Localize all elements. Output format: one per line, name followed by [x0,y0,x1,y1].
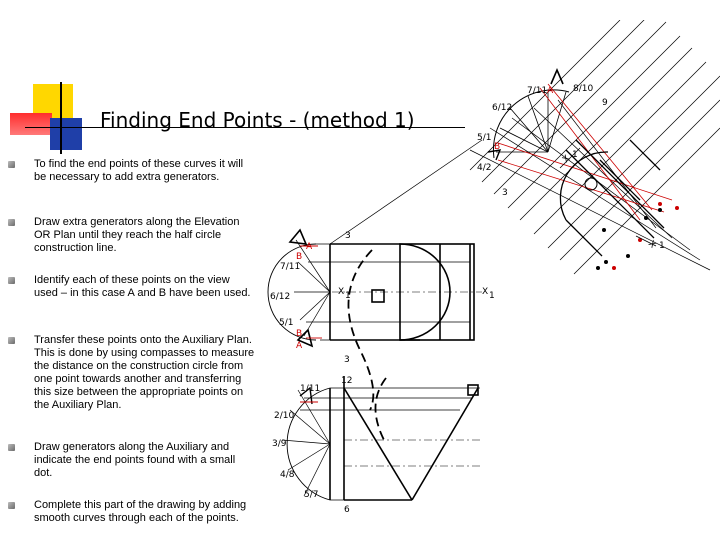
aux-red-dots [612,202,679,270]
aux-radial-lines [496,91,567,153]
elev-label-x-sub: 1 [345,291,351,301]
aux-label-x1: X [561,154,572,165]
aux-construction-arc [492,89,570,159]
decor-blue-block [50,118,82,150]
plan-triangle-mark [299,386,313,405]
elev-triangle-top [288,228,308,245]
plan-label-6: 6 [344,505,350,515]
aux-label-b: B [494,142,500,152]
bullet-marker-icon [8,337,15,344]
slide-title: Finding End Points - (method 1) [100,108,415,132]
aux-label-6-12: 6/12 [492,103,512,113]
bullet-text: Draw extra generators along the Elevatio… [34,216,240,254]
aux-x1-line-top [559,147,581,169]
elev-label-x: X [338,287,344,297]
aux-label-8-10: 8/10 [573,84,593,94]
plan-view [281,376,482,501]
plan-label-2-10: 2/10 [274,411,294,421]
elev-label-3-mid: 3 [344,355,350,365]
decor-vertical-line [60,82,62,154]
bullet-text: To find the end points of these curves i… [34,158,244,183]
aux-triangle-mark [550,67,564,85]
aux-projectors [469,20,720,275]
elev-outline [329,139,483,341]
plan-label-1-11: 1/11 [300,384,320,394]
bullet-marker-icon [8,219,15,226]
decor-red-bar [10,113,52,135]
elev-label-a-bottom: A [296,341,303,351]
plan-hidden-curve [374,377,387,441]
elev-construction-arc [267,243,317,341]
elev-label-5-1: 5/1 [279,318,293,328]
aux-red-lines [497,83,673,221]
elevation-view [267,139,483,411]
elev-label-7-11: 7/11 [280,262,300,272]
elev-label-b-bottom: B [296,329,302,339]
aux-label-7-11: 7/11 [527,86,547,96]
elev-hidden-curve [347,249,375,411]
plan-outline [329,376,479,501]
aux-hole-circle [584,177,598,191]
aux-label-5-1: 5/1 [477,133,491,143]
aux-label-4-2: 4/2 [477,163,491,173]
bullet-text: Transfer these points onto the Auxiliary… [34,334,255,411]
aux-small-triangle [487,149,502,161]
bullet-text: Complete this part of the drawing by add… [34,499,247,524]
bullet-marker-icon [8,444,15,451]
elev-label-b-top: B [296,252,302,262]
elev-label-x-right: X [482,287,488,297]
bullet-marker-icon [8,502,15,509]
aux-end-point-dots [596,208,662,270]
aux-labels: 7/11 8/10 9 6/12 5/1 4/2 3 X 1 X 1 A B [477,84,665,251]
aux-label-x1-bottom: X [646,239,657,250]
bullet-marker-icon [8,161,15,168]
aux-label-x1-sub: 1 [572,150,578,160]
aux-outline [559,139,665,257]
plan-label-3-9: 3/9 [272,439,287,449]
auxiliary-view [469,20,720,275]
aux-label-x1-bottom-sub: 1 [659,241,665,251]
aux-label-9: 9 [602,98,608,108]
aux-label-3: 3 [502,188,508,198]
elev-label-x-right-sub: 1 [489,291,495,301]
plan-label-5-7: 5/7 [304,490,318,500]
elev-label-a-top: A [306,242,313,252]
bullet-text: Draw generators along the Auxiliary and … [34,441,236,479]
plan-radial-lines [281,389,331,497]
plan-label-4-8: 4/8 [280,470,295,480]
plan-label-12: 12 [341,376,352,386]
elev-label-3-top: 3 [345,231,351,241]
plan-labels: 12 1/11 2/10 3/9 4/8 5/7 6 [272,376,352,515]
elev-label-6-12: 6/12 [270,292,290,302]
bullet-marker-icon [8,277,15,284]
aux-label-a: A [547,86,554,96]
bullet-text: Identify each of these points on the vie… [34,274,251,299]
plan-construction-arc [286,387,331,501]
elevation-labels: 3 7/11 B A X 1 X 1 6/12 5/1 B A 3 [270,231,495,365]
decor-horizontal-line [25,127,465,128]
aux-x1-line-bottom [635,235,657,247]
